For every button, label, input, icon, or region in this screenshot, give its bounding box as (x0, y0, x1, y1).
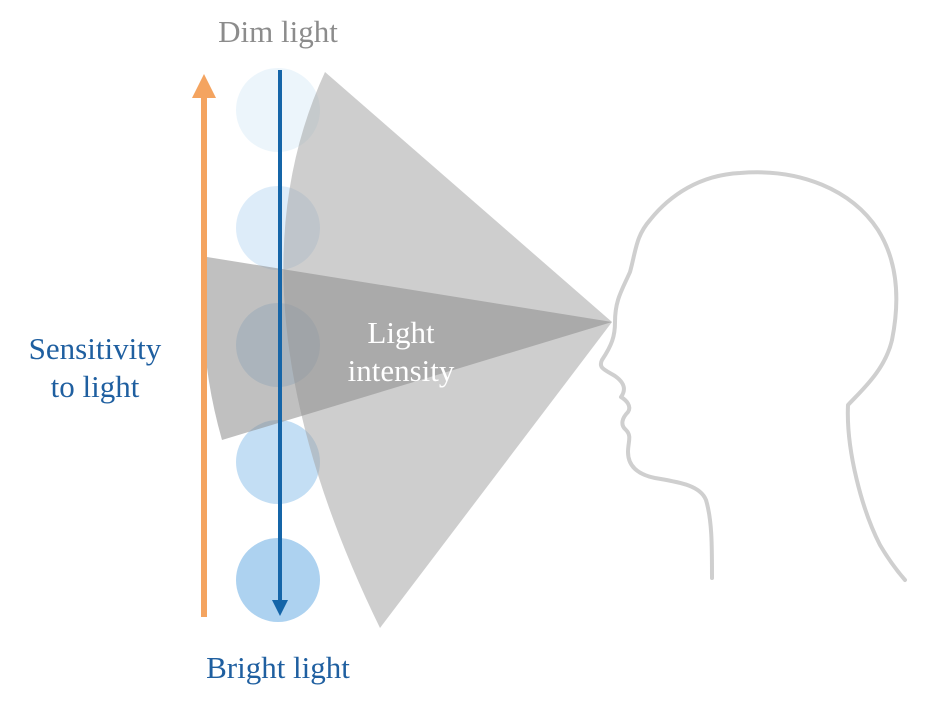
narrow-light-cone (203, 257, 613, 440)
light-intensity-label-line-2: intensity (347, 353, 455, 388)
sensitivity-label-line-2: to light (50, 369, 140, 404)
head-silhouette (598, 170, 907, 582)
dim-light-label: Dim light (218, 14, 338, 49)
light-intensity-label-line-1: Light (367, 315, 435, 350)
sensitivity-label-line-1: Sensitivity (28, 331, 162, 366)
bright-light-label: Bright light (206, 650, 350, 685)
light-intensity-label: Light intensity (318, 314, 484, 390)
sensitivity-label: Sensitivity to light (8, 330, 182, 406)
